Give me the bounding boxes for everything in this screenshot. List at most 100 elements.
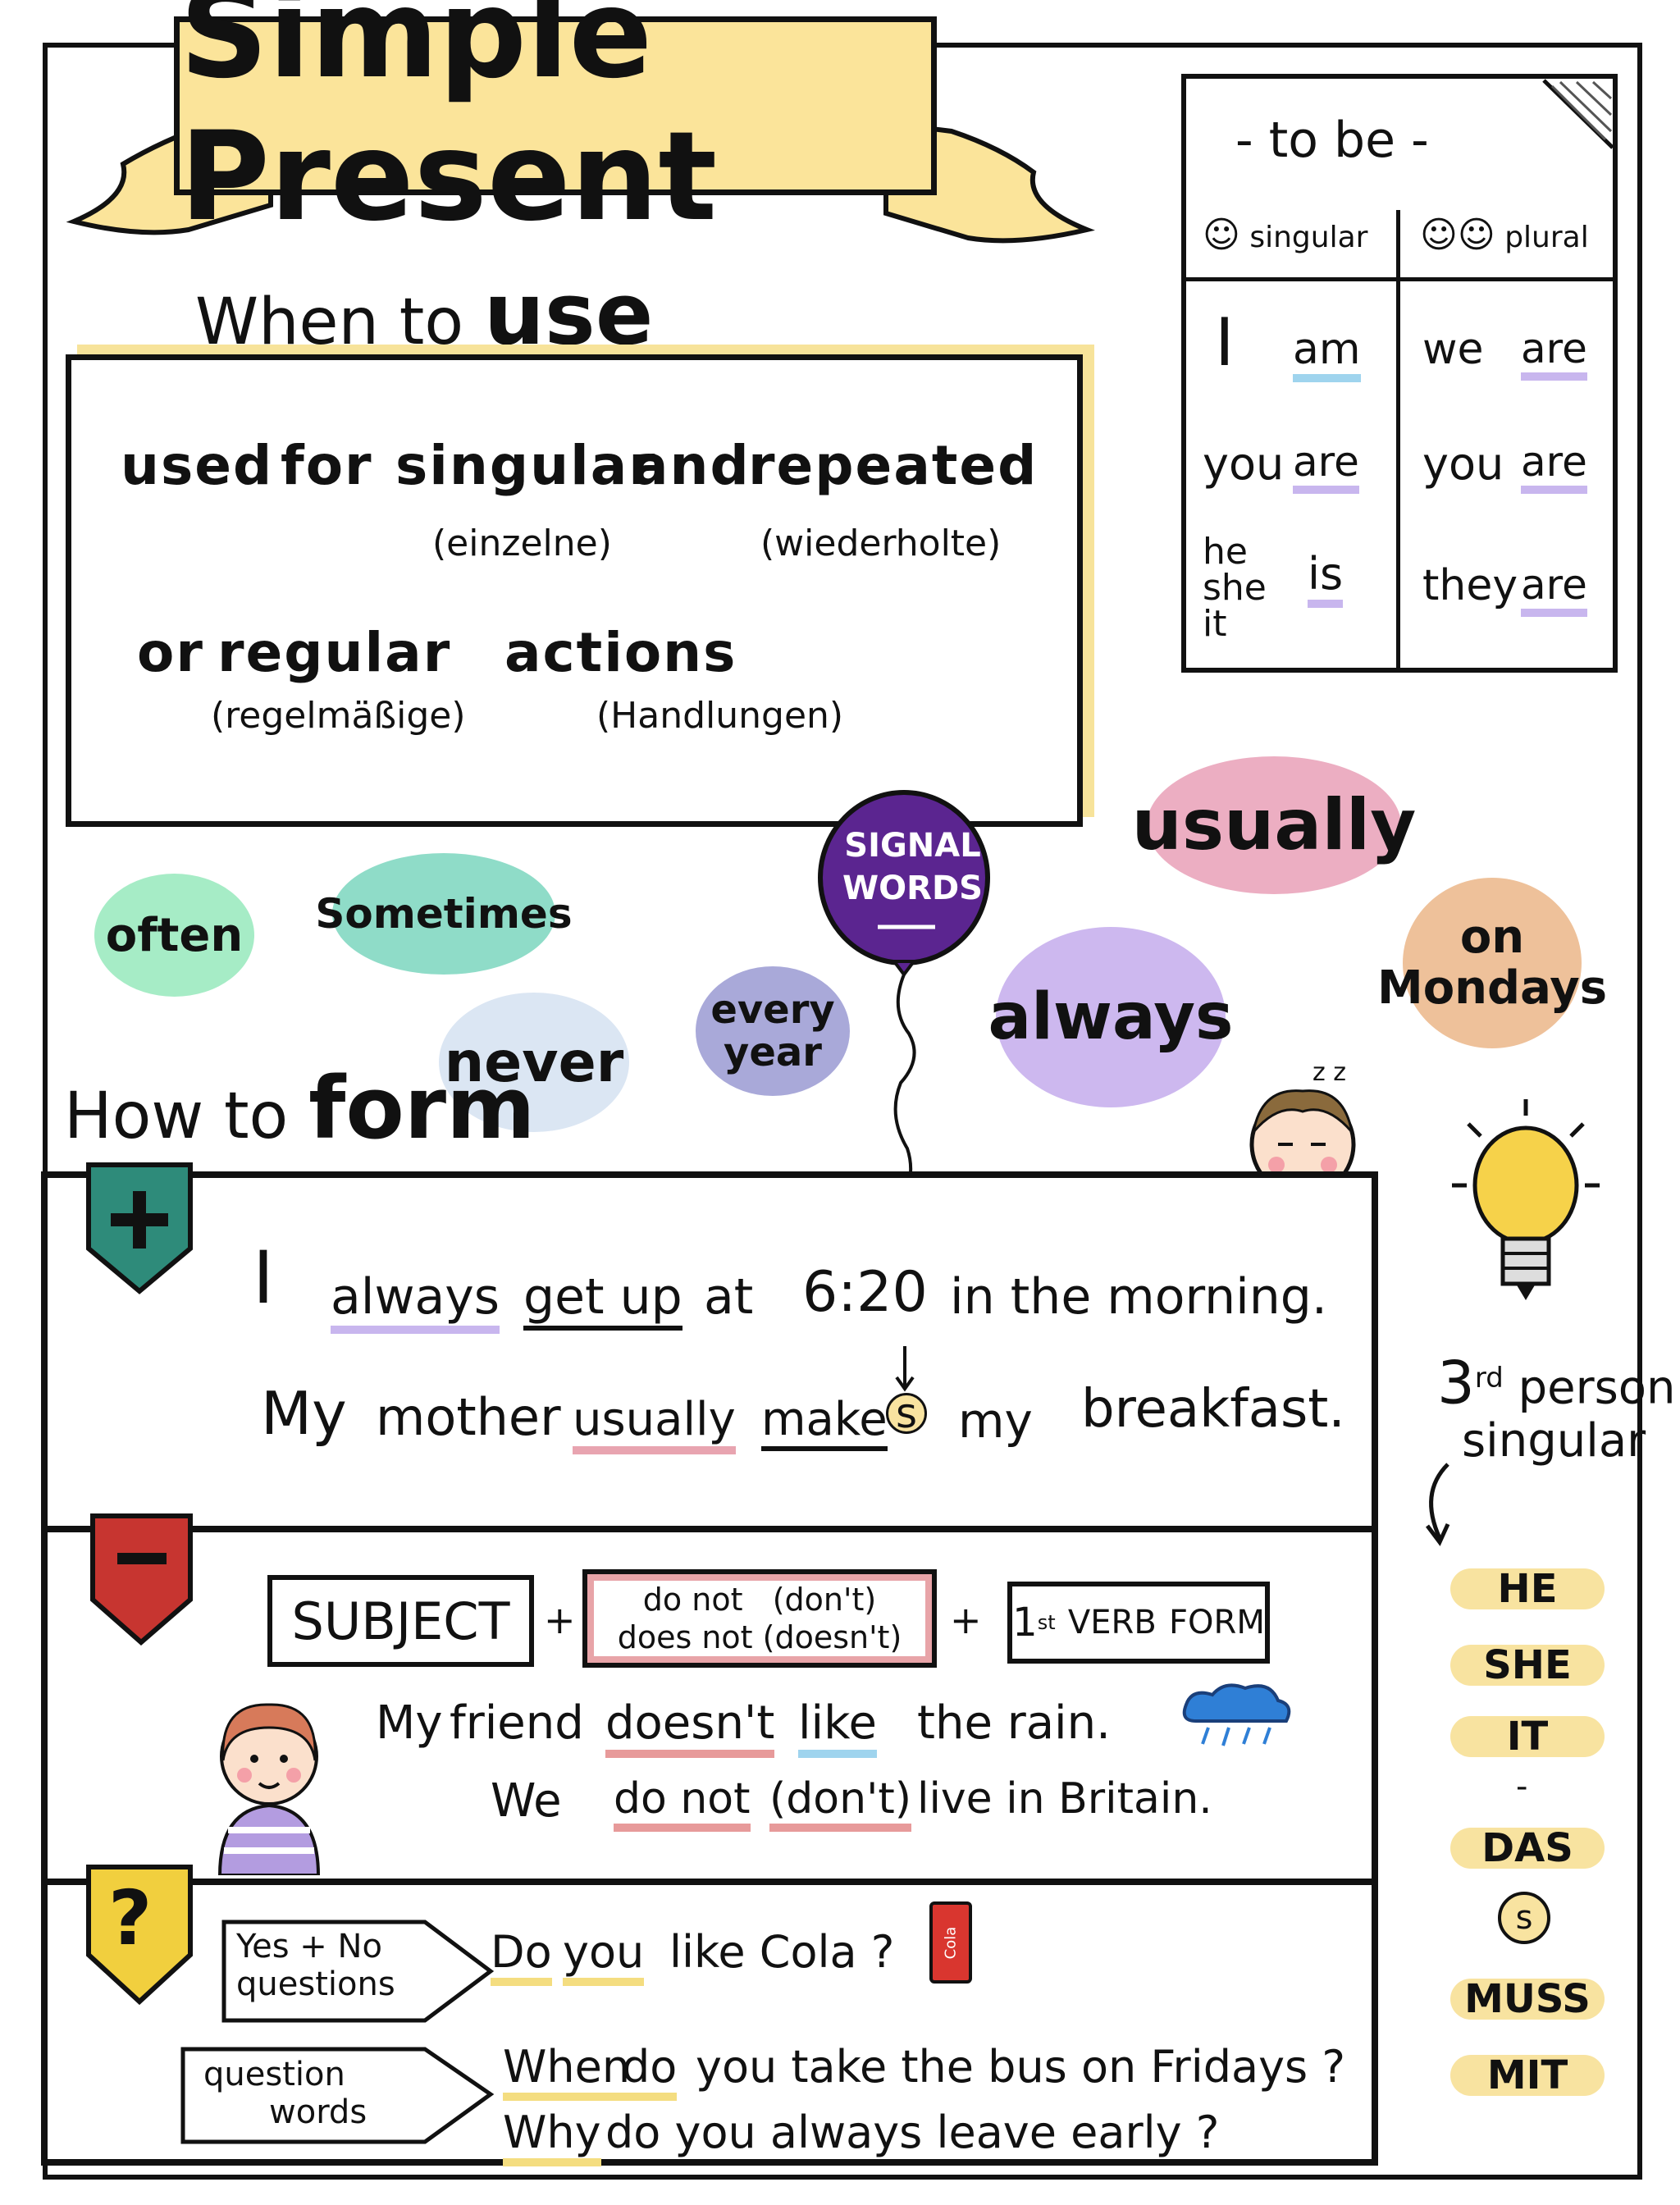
signal-never: never: [439, 993, 629, 1132]
gloss-handlungen: (Handlungen): [596, 695, 844, 737]
yes-no-label-2: questions: [236, 1965, 395, 2003]
page-corner-icon: [1536, 79, 1614, 151]
never-label: never: [444, 1029, 624, 1095]
verb-are-you-plural: are: [1521, 438, 1587, 494]
page-title: Simple Present: [174, 0, 937, 249]
question-words-label-1: question: [203, 2056, 345, 2093]
pos-s2-mother: mother: [376, 1387, 561, 1447]
how-to-form-heading: How to form: [64, 1058, 535, 1158]
pill-he: HE: [1450, 1566, 1605, 1612]
q3-why: Why: [503, 2107, 601, 2166]
aux-does-not: does not: [617, 1619, 753, 1655]
pill-s: s: [1498, 1892, 1550, 1944]
pronoun-you-plural: you: [1422, 438, 1504, 490]
use-word-and: and: [632, 434, 751, 497]
question-shield-icon: [86, 1865, 193, 2006]
question-words-label: question words: [203, 2056, 367, 2131]
pos-s1-get-up: get up: [523, 1268, 682, 1331]
plural-label: plural: [1504, 221, 1589, 254]
pos-s2-make: make: [761, 1393, 888, 1451]
always-label: always: [988, 980, 1234, 1054]
pill-muss: MUSS: [1450, 1976, 1605, 2022]
rain-cloud-icon: [1182, 1683, 1291, 1746]
people-icon: ☺☺: [1420, 214, 1495, 256]
use-word-actions: actions: [504, 621, 737, 684]
person-icon: ☺: [1203, 214, 1240, 256]
q3-rest: do you always leave early ?: [605, 2107, 1220, 2158]
girl-illustration: [217, 1703, 321, 1875]
q2-when: When: [503, 2041, 631, 2101]
aux-do-not-row: do not (don't): [643, 1581, 876, 1618]
neg-s1-like: like: [798, 1696, 878, 1758]
usually-label: usually: [1131, 784, 1417, 866]
minus-shield-icon: [90, 1513, 193, 1646]
when-to-label: When to: [195, 285, 464, 359]
pill-separator: -: [1516, 1768, 1528, 1806]
verb-is: is: [1308, 548, 1344, 608]
aux-doesnt: (doesn't): [762, 1619, 902, 1655]
pos-s2-my2: my: [958, 1393, 1033, 1449]
neg-s1-doesnt: doesn't: [605, 1696, 775, 1758]
third-person-label: 3rd person singular: [1437, 1352, 1676, 1468]
pronoun-they: they: [1422, 561, 1518, 610]
question-words-sign: [180, 2047, 495, 2144]
sleep-z-text: z z: [1312, 1058, 1347, 1087]
pos-s2-my: My: [261, 1379, 347, 1448]
to-be-title: - to be -: [1235, 112, 1429, 169]
table-column-divider: [1396, 210, 1400, 669]
third-person-line1: 3rd person: [1437, 1352, 1676, 1415]
pronoun-he-she-it: he she it: [1203, 531, 1267, 645]
verb-am: am: [1293, 325, 1361, 382]
neg-s2-rest: live in Britain.: [917, 1774, 1212, 1824]
words-label: WORDS: [842, 870, 983, 907]
pronoun-you-sing: you: [1203, 438, 1285, 490]
pos-s1-time: 6:20: [802, 1260, 928, 1325]
question-mark-label: ?: [108, 1874, 153, 1962]
use-word-or: or: [137, 621, 204, 684]
year-label: year: [724, 1029, 822, 1075]
light-bulb-icon: [1452, 1099, 1600, 1300]
use-word-singular: singular: [395, 434, 657, 497]
balloon-icon: [818, 790, 990, 1198]
gloss-einzelne: (einzelne): [432, 523, 612, 564]
cola-can-icon: Cola: [929, 1901, 972, 1984]
third-num: 3: [1437, 1348, 1475, 1418]
yes-no-sign: [221, 1920, 495, 2023]
when-to-use-box: used for singular and repeated (einzelne…: [66, 354, 1083, 827]
signal-sometimes: Sometimes: [315, 853, 573, 975]
use-word-used: used: [121, 434, 274, 497]
signal-often: often: [94, 874, 254, 997]
question-panel: Yes + No questions question words Do you…: [41, 1879, 1378, 2166]
person-word: person: [1518, 1361, 1676, 1415]
singular-label: singular: [1249, 221, 1368, 254]
verb-are-you-sing: are: [1293, 438, 1359, 494]
pos-s2-s-ending: s: [886, 1390, 927, 1437]
q2-do: do: [622, 2041, 678, 2101]
plural-header: ☺☺ plural: [1420, 214, 1589, 256]
pos-s1-i: I: [253, 1235, 274, 1320]
plus-sign-1: +: [544, 1598, 576, 1642]
auxiliary-box: do not (don't) does not (doesn't): [582, 1569, 937, 1668]
pronoun-i: I: [1215, 304, 1235, 381]
pos-s1-at: at: [704, 1268, 754, 1326]
to-be-card: - to be - ☺ singular ☺☺ plural I am you …: [1181, 74, 1618, 673]
negative-panel: SUBJECT + do not (don't) does not (doesn…: [41, 1526, 1378, 1885]
balloon-label: SIGNAL WORDS: [829, 824, 997, 910]
sometimes-label: Sometimes: [315, 890, 573, 938]
subject-label: SUBJECT: [291, 1591, 510, 1651]
use-word-repeated: repeated: [748, 434, 1039, 497]
aux-does-not-row: does not (doesn't): [618, 1618, 902, 1656]
neg-s2-dont: (don't): [769, 1774, 912, 1832]
verb-label: VERB: [1067, 1604, 1157, 1641]
when-to-use-heading: When to use: [195, 264, 653, 364]
form-label: form: [308, 1058, 536, 1158]
pill-she: SHE: [1450, 1642, 1605, 1688]
pos-s1-always: always: [331, 1268, 500, 1334]
pronoun-we: we: [1422, 325, 1484, 374]
positive-panel: I always get up at 6:20 in the morning. …: [41, 1171, 1378, 1532]
signal-label: SIGNAL: [844, 827, 981, 865]
aux-dont: (don't): [772, 1582, 877, 1618]
gloss-regelmaessige: (regelmäßige): [211, 695, 466, 737]
plus-shield-icon: [86, 1162, 193, 1294]
